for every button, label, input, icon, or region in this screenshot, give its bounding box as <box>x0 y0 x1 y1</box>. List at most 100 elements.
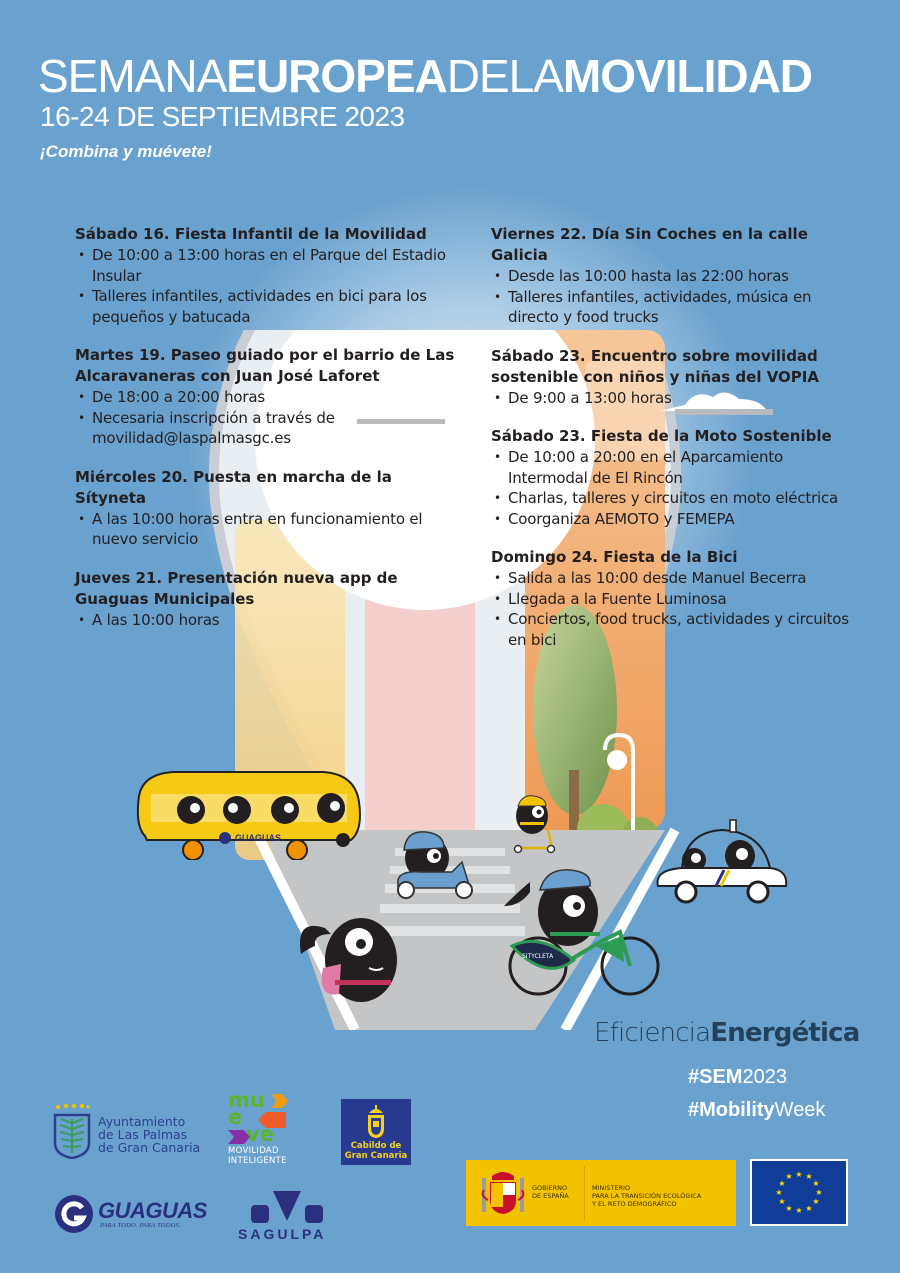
gobierno-ministerio-logo: GOBIERNO DE ESPAÑA MINISTERIO PARA LA TR… <box>466 1160 736 1226</box>
gobierno-line: DE ESPAÑA <box>532 1192 569 1200</box>
svg-text:★: ★ <box>815 1188 822 1197</box>
scooter-rider-illustration <box>397 831 473 899</box>
eficiencia-energetica-tagline: EficienciaEnergética <box>594 1018 860 1048</box>
event-detail-item: Coorganiza AEMOTO y FEMEPA <box>491 509 861 530</box>
taxi-car-illustration <box>656 819 788 904</box>
events-column-left: Sábado 16. Fiesta Infantil de la Movilid… <box>75 224 455 648</box>
event-detail-item: De 10:00 a 20:00 en el Aparcamiento Inte… <box>491 447 861 488</box>
svg-text:★: ★ <box>805 1204 812 1213</box>
hashtag-bold: #SEM <box>688 1066 743 1088</box>
event-details: De 18:00 a 20:00 horas Necesaria inscrip… <box>75 387 455 449</box>
event-block: Sábado 23. Encuentro sobre movilidad sos… <box>491 346 861 409</box>
event-detail-item: Necesaria inscripción a través de movili… <box>75 408 455 449</box>
ayuntamiento-logo-text: Ayuntamiento de Las Palmas de Gran Canar… <box>98 1115 200 1154</box>
guaguas-logo-slogan: PARA TODO. PARA TODOS. <box>100 1222 181 1229</box>
hashtag-regular: Week <box>774 1099 826 1121</box>
mueve-caption: MOVILIDAD INTELIGENTE <box>228 1146 287 1166</box>
hashtag-sem2023: #SEM2023 <box>688 1066 787 1089</box>
title-part-europea: EUROPEA <box>226 50 447 102</box>
svg-text:★: ★ <box>785 1204 792 1213</box>
cabildo-line: Gran Canaria <box>344 1151 408 1161</box>
title-part-dela: DELA <box>446 50 564 102</box>
event-details: De 10:00 a 20:00 en el Aparcamiento Inte… <box>491 447 861 529</box>
event-title: Sábado 23. Encuentro sobre movilidad sos… <box>491 346 819 386</box>
hashtag-mobilityweek: #MobilityWeek <box>688 1099 825 1122</box>
bus-label: GUAGUAS <box>235 833 281 843</box>
gobierno-line: GOBIERNO <box>532 1184 568 1192</box>
bike-label: SITYCLETA <box>522 953 554 960</box>
event-detail-item: Conciertos, food trucks, actividades y c… <box>491 609 861 650</box>
mueve-caption-line: INTELIGENTE <box>228 1156 287 1166</box>
svg-text:★: ★ <box>795 1206 802 1215</box>
event-details: De 10:00 a 13:00 horas en el Parque del … <box>75 245 455 327</box>
kick-scooter-kid-illustration <box>513 795 556 854</box>
ayuntamiento-line: de Las Palmas <box>98 1127 188 1142</box>
svg-text:★: ★ <box>785 1172 792 1181</box>
event-detail-item: De 18:00 a 20:00 horas <box>75 387 455 408</box>
tagline-strong: Energética <box>710 1018 860 1048</box>
page-title: SEMANAEUROPEADELAMOVILIDAD <box>38 50 813 102</box>
event-block: Sábado 23. Fiesta de la Moto Sostenible … <box>491 426 861 529</box>
title-part-semana: SEMANA <box>38 50 227 102</box>
event-block: Domingo 24. Fiesta de la Bici Salida a l… <box>491 547 861 650</box>
gobierno-text: GOBIERNO DE ESPAÑA <box>532 1184 569 1200</box>
event-detail-item: Talleres infantiles, actividades, música… <box>491 287 861 328</box>
sitycleta-cyclist-illustration: SITYCLETA <box>504 869 660 996</box>
event-detail-item: Salida a las 10:00 desde Manuel Becerra <box>491 568 861 589</box>
event-details: De 9:00 a 13:00 horas <box>491 388 861 409</box>
ministerio-line: PARA LA TRANSICIÓN ECOLÓGICA <box>592 1192 702 1200</box>
cabildo-text: Cabildo de Gran Canaria <box>341 1141 411 1161</box>
mueve-logo: mu e ve <box>228 1088 298 1146</box>
event-detail-item: Desde las 10:00 hasta las 22:00 horas <box>491 266 861 287</box>
mueve-word-ve: ve <box>246 1122 274 1146</box>
mueve-arrows-icon <box>228 1094 288 1144</box>
event-details: A las 10:00 horas entra en funcionamient… <box>75 509 455 550</box>
event-detail-item: A las 10:00 horas entra en funcionamient… <box>75 509 455 550</box>
event-title: Miércoles 20. Puesta en marcha de la Sít… <box>75 467 392 507</box>
svg-text:★: ★ <box>775 1188 782 1197</box>
logo-divider <box>584 1166 585 1220</box>
svg-text:★: ★ <box>795 1170 802 1179</box>
tagline-light: Eficiencia <box>594 1018 711 1048</box>
event-block: Miércoles 20. Puesta en marcha de la Sít… <box>75 467 455 550</box>
guaguas-logo-name: GUAGUAS <box>98 1198 207 1223</box>
walking-girl-illustration <box>300 918 397 1002</box>
guaguas-g-icon <box>55 1195 93 1233</box>
cabildo-logo: Cabildo de Gran Canaria <box>341 1099 411 1165</box>
event-detail-item: Charlas, talleres y circuitos en moto el… <box>491 488 861 509</box>
sagulpa-icon <box>251 1191 323 1223</box>
eu-stars-icon: ★ ★ ★ ★ ★ ★ ★ ★ ★ ★ ★ ★ <box>775 1170 822 1215</box>
hashtag-bold: #Mobility <box>688 1099 775 1121</box>
mueve-word-e: e <box>228 1105 243 1129</box>
eu-flag-logo: ★ ★ ★ ★ ★ ★ ★ ★ ★ ★ ★ ★ <box>750 1159 848 1226</box>
events-column-right: Viernes 22. Día Sin Coches en la calle G… <box>491 224 861 668</box>
mueve-word-mu: mu <box>228 1088 265 1112</box>
event-title: Sábado 23. Fiesta de la Moto Sostenible <box>491 427 832 445</box>
svg-text:★: ★ <box>812 1179 819 1188</box>
ministerio-line: MINISTERIO <box>592 1184 631 1192</box>
event-detail-item: A las 10:00 horas <box>75 610 455 631</box>
event-dates: 16-24 DE SEPTIEMBRE 2023 <box>40 101 405 132</box>
event-block: Sábado 16. Fiesta Infantil de la Movilid… <box>75 224 455 327</box>
event-block: Martes 19. Paseo guiado por el barrio de… <box>75 345 455 449</box>
event-details: Salida a las 10:00 desde Manuel Becerra … <box>491 568 861 650</box>
svg-text:★: ★ <box>812 1197 819 1206</box>
cabildo-line: Cabildo de <box>350 1141 402 1151</box>
event-title: Domingo 24. Fiesta de la Bici <box>491 548 738 566</box>
event-title: Martes 19. Paseo guiado por el barrio de… <box>75 346 455 385</box>
event-detail-item: Llegada a la Fuente Luminosa <box>491 589 861 610</box>
event-block: Viernes 22. Día Sin Coches en la calle G… <box>491 224 861 328</box>
spain-coat-of-arms-icon <box>481 1172 525 1214</box>
event-detail-item: Talleres infantiles, actividades en bici… <box>75 286 455 327</box>
mueve-caption-line: MOVILIDAD <box>228 1146 279 1156</box>
svg-text:★: ★ <box>778 1197 785 1206</box>
event-detail-item: De 9:00 a 13:00 horas <box>491 388 861 409</box>
hashtag-regular: 2023 <box>742 1066 787 1088</box>
sagulpa-logo-name: SAGULPA <box>238 1226 327 1242</box>
event-title: Sábado 16. Fiesta Infantil de la Movilid… <box>75 225 427 243</box>
event-details: Desde las 10:00 hasta las 22:00 horas Ta… <box>491 266 861 328</box>
ministerio-line: Y EL RETO DEMOGRÁFICO <box>592 1200 677 1208</box>
event-block: Jueves 21. Presentación nueva app de Gua… <box>75 568 455 631</box>
event-details: A las 10:00 horas <box>75 610 455 631</box>
